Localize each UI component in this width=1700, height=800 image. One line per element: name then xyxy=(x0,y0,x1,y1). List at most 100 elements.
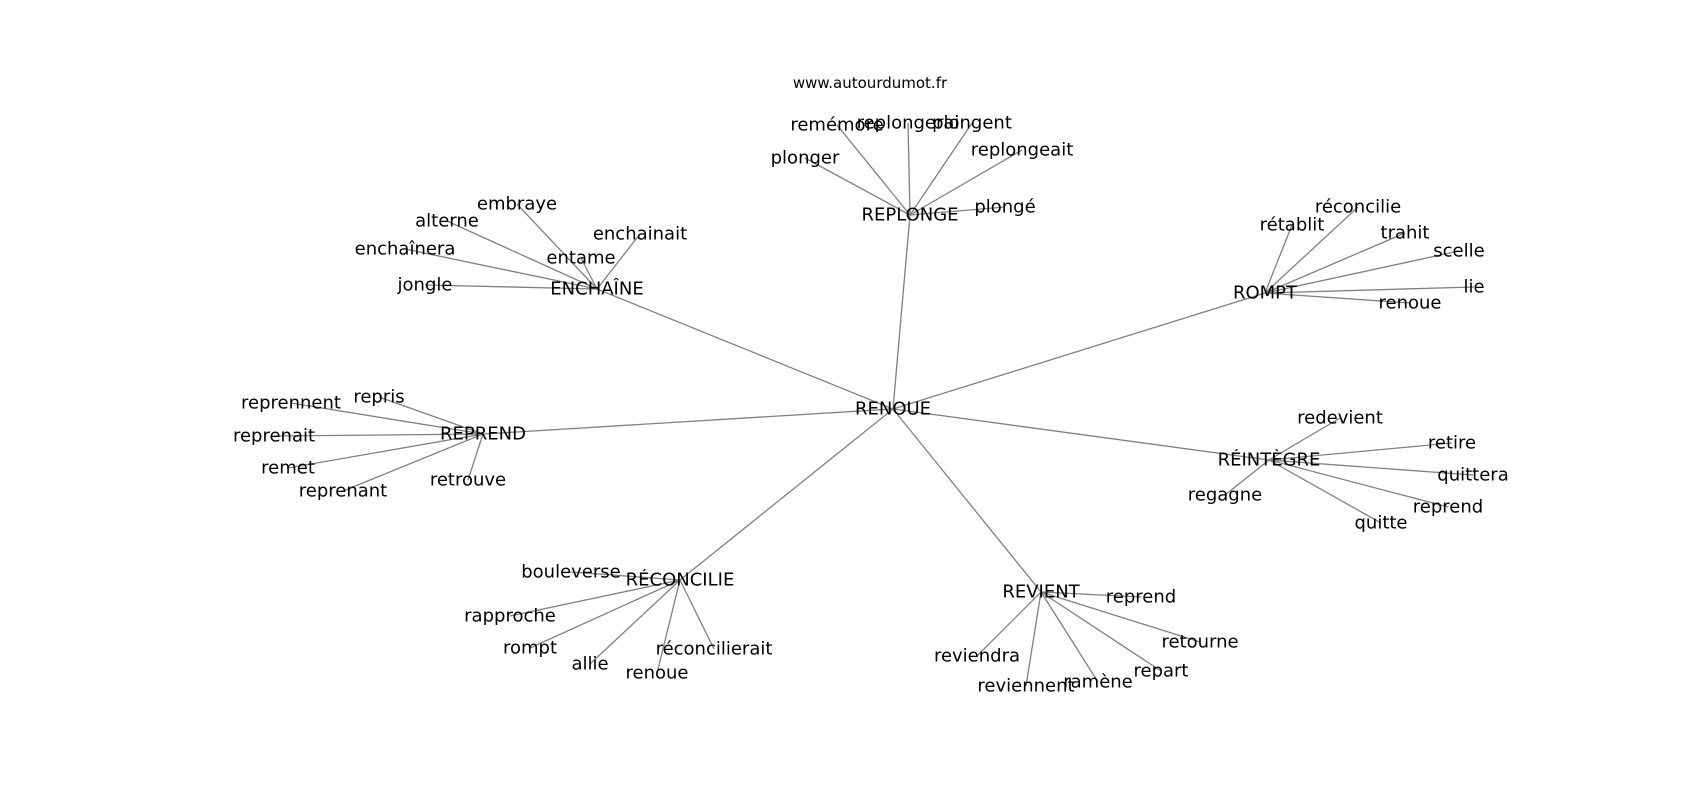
edge-cluster-3-leaf-4 xyxy=(342,433,484,492)
leaf-word-label: réconcilie xyxy=(1315,197,1401,218)
edge-cluster-6-leaf-0 xyxy=(1040,591,1142,598)
edge-cluster-4-leaf-0 xyxy=(1268,417,1341,461)
edge-cluster-0-leaf-5 xyxy=(909,206,1006,216)
edge-cluster-0-leaf-2 xyxy=(909,122,973,216)
leaf-word-label: rompt xyxy=(503,638,557,659)
edge-cluster-4-leaf-4 xyxy=(1268,459,1382,524)
edge-cluster-1-leaf-0 xyxy=(516,203,598,290)
edge-cluster-2-leaf-0 xyxy=(1264,224,1293,294)
cluster-hub-label: REPLONGE xyxy=(861,205,958,226)
leaf-word-label: replongeait xyxy=(971,140,1074,161)
edge-cluster-2-leaf-2 xyxy=(1264,232,1406,294)
leaf-word-label: scelle xyxy=(1433,241,1484,262)
edge-cluster-3-leaf-0 xyxy=(378,396,484,435)
leaf-word-label: reprend xyxy=(1106,587,1176,608)
leaf-word-label: plongé xyxy=(974,197,1035,218)
leaf-word-label: réconcilierait xyxy=(656,639,773,660)
edge-cluster-4-leaf-2 xyxy=(1268,459,1474,476)
edge-cluster-5-leaf-1 xyxy=(509,579,681,617)
edge-center-to-1 xyxy=(596,288,894,410)
edge-cluster-1-leaf-2 xyxy=(404,248,598,290)
edge-cluster-1-leaf-1 xyxy=(446,220,598,290)
leaf-word-label: redevient xyxy=(1297,408,1383,429)
edge-cluster-6-leaf-2 xyxy=(1040,591,1162,672)
leaf-word-label: reviennent xyxy=(977,676,1074,697)
source-website-text: www.autourdumot.fr xyxy=(793,74,948,92)
leaf-word-label: embraye xyxy=(477,194,557,215)
leaf-word-label: rétablit xyxy=(1260,215,1325,236)
leaf-word-label: renoue xyxy=(1379,293,1442,314)
leaf-word-label: enchaînera xyxy=(355,239,456,260)
edge-center-to-4 xyxy=(892,408,1270,461)
edge-center-to-6 xyxy=(892,408,1042,593)
edge-cluster-3-leaf-1 xyxy=(290,402,484,435)
center-word-label: RENOUE xyxy=(855,399,931,420)
edge-cluster-6-leaf-4 xyxy=(1025,591,1042,687)
edge-cluster-5-leaf-2 xyxy=(529,579,681,649)
leaf-word-label: replongerai xyxy=(857,113,960,134)
leaf-word-label: remémore xyxy=(790,115,883,136)
edge-cluster-5-leaf-5 xyxy=(679,579,715,650)
edge-center-to-5 xyxy=(679,408,894,581)
leaf-word-label: trahit xyxy=(1381,223,1430,244)
edge-cluster-1-leaf-4 xyxy=(580,257,598,290)
cluster-hub-label: RÉCONCILIE xyxy=(626,569,735,591)
cluster-hub-label: ENCHAÎNE xyxy=(550,278,643,300)
leaf-word-label: alterne xyxy=(415,211,479,232)
leaf-word-label: plonger xyxy=(771,148,840,169)
leaf-word-label: allie xyxy=(571,654,608,675)
leaf-word-label: repris xyxy=(353,387,404,408)
leaf-word-label: entame xyxy=(546,248,615,269)
edge-center-to-3 xyxy=(482,408,894,435)
leaf-word-label: quitte xyxy=(1354,513,1407,534)
edge-cluster-6-leaf-1 xyxy=(1040,591,1201,643)
edge-cluster-3-leaf-2 xyxy=(273,433,484,437)
leaf-word-label: repart xyxy=(1134,661,1189,682)
leaf-word-label: retrouve xyxy=(430,470,506,491)
cluster-hub-label: REVIENT xyxy=(1002,582,1080,603)
leaf-word-label: reprennent xyxy=(241,393,341,414)
edge-cluster-1-leaf-3 xyxy=(596,233,641,290)
edge-cluster-3-leaf-3 xyxy=(287,433,484,469)
leaf-word-label: retire xyxy=(1428,433,1476,454)
edge-cluster-4-leaf-5 xyxy=(1224,459,1270,496)
edge-cluster-2-leaf-5 xyxy=(1264,292,1411,304)
leaf-word-label: bouleverse xyxy=(521,562,621,583)
leaf-word-label: enchainait xyxy=(593,224,687,245)
edge-center-to-2 xyxy=(892,292,1266,410)
edge-cluster-2-leaf-3 xyxy=(1264,250,1460,294)
leaf-word-label: reprend xyxy=(1413,497,1483,518)
edge-cluster-0-leaf-3 xyxy=(804,157,911,216)
edge-cluster-6-leaf-3 xyxy=(1040,591,1099,683)
edge-cluster-5-leaf-4 xyxy=(656,579,681,674)
leaf-word-label: reprenant xyxy=(299,481,388,502)
leaf-word-label: reviendra xyxy=(934,646,1020,667)
edge-center-to-0 xyxy=(892,214,911,410)
leaf-word-label: renoue xyxy=(626,663,689,684)
edge-cluster-0-leaf-0 xyxy=(836,124,911,216)
edge-cluster-2-leaf-1 xyxy=(1264,206,1359,294)
edge-cluster-5-leaf-3 xyxy=(589,579,681,665)
edge-cluster-0-leaf-4 xyxy=(909,149,1023,216)
edge-cluster-4-leaf-3 xyxy=(1268,459,1449,508)
leaf-word-label: lie xyxy=(1463,277,1484,298)
cluster-hub-label: ROMPT xyxy=(1233,283,1298,304)
edge-cluster-1-leaf-5 xyxy=(424,284,598,290)
edge-cluster-0-leaf-1 xyxy=(907,122,911,216)
leaf-word-label: retourne xyxy=(1161,632,1238,653)
edge-cluster-2-leaf-4 xyxy=(1264,286,1475,294)
leaf-word-label: remet xyxy=(261,458,315,479)
leaf-word-label: jongle xyxy=(397,275,453,296)
edge-cluster-3-leaf-5 xyxy=(467,433,484,481)
leaf-word-label: plongent xyxy=(932,113,1012,134)
leaf-word-label: ramène xyxy=(1063,672,1133,693)
leaf-word-label: regagne xyxy=(1188,485,1262,506)
graph-edges xyxy=(273,122,1475,687)
edge-cluster-6-leaf-5 xyxy=(976,591,1042,657)
leaf-word-label: quittera xyxy=(1437,465,1508,486)
leaf-word-label: reprenait xyxy=(233,426,315,447)
cluster-hub-label: RÉINTÈGRE xyxy=(1218,449,1321,471)
edge-cluster-4-leaf-1 xyxy=(1268,442,1453,461)
